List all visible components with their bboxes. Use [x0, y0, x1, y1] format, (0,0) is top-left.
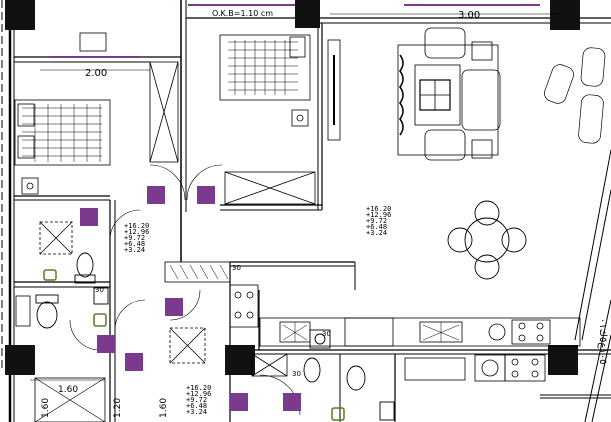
door-tag: [97, 335, 115, 353]
wardrobe-icon: [149, 61, 316, 205]
svg-text:+6.48: +6.48: [186, 402, 207, 410]
shower-icon: [39, 221, 206, 364]
nightstand-icon: [21, 177, 39, 195]
sill-note: O.K.B=1.10 cm: [212, 9, 273, 18]
closet-icon: [34, 377, 106, 422]
dresser-icon: [327, 39, 341, 141]
svg-text:+6.48: +6.48: [124, 240, 145, 248]
svg-text:+12.96: +12.96: [186, 390, 211, 398]
svg-text:+16.20: +16.20: [186, 384, 211, 392]
dim-left-vertical: 1.60: [41, 398, 51, 418]
svg-text:+12.96: +12.96: [124, 228, 149, 236]
nightstand-icon: [291, 109, 309, 127]
door-tag: [165, 298, 183, 316]
small-dim: 30: [292, 370, 301, 378]
svg-text:+3.24: +3.24: [186, 408, 207, 416]
toilet-icon: [35, 252, 366, 391]
door-tags: [80, 186, 301, 411]
svg-text:+3.24: +3.24: [366, 229, 387, 237]
door-tag: [283, 393, 301, 411]
level-block-hall: +16.20 +12.96 +9.72 +6.48 +3.24: [124, 222, 149, 254]
svg-text:+9.72: +9.72: [366, 217, 387, 225]
dining-table-icon: [447, 200, 527, 280]
door-tag: [230, 393, 248, 411]
plant-icon: [544, 47, 606, 144]
level-block-living: +16.20 +12.96 +9.72 +6.48 +3.24: [366, 205, 391, 237]
svg-text:+6.48: +6.48: [366, 223, 387, 231]
dim-top-left: 2.00: [85, 68, 107, 79]
svg-text:+16.20: +16.20: [366, 205, 391, 213]
dim-small-vertical: 1.20: [113, 398, 123, 418]
small-dim: 30: [322, 330, 331, 338]
tv-icon: [79, 32, 107, 52]
green-fixture-icon: [43, 269, 345, 421]
shelf-icon: [15, 295, 31, 327]
door-tag: [80, 208, 98, 226]
dimension-lines: [30, 13, 560, 381]
svg-text:+3.24: +3.24: [124, 246, 145, 254]
windows: [50, 4, 540, 58]
svg-text:+9.72: +9.72: [186, 396, 207, 404]
door-tag: [125, 353, 143, 371]
kitchen-counter: [164, 261, 581, 382]
svg-text:+12.96: +12.96: [366, 211, 391, 219]
dim-mid-vertical: 1.60: [159, 398, 169, 418]
small-dim: 30: [95, 286, 104, 294]
small-dim: 30: [232, 264, 241, 272]
svg-text:+9.72: +9.72: [124, 234, 145, 242]
door-tag: [197, 186, 215, 204]
sofa-set-icon: [397, 27, 501, 161]
level-block-bottom: +16.20 +12.96 +9.72 +6.48 +3.24: [186, 384, 211, 416]
bed-double-icon: [219, 34, 311, 101]
svg-text:+16.20: +16.20: [124, 222, 149, 230]
dim-bottom-left: 1.60: [58, 385, 78, 395]
bed-left-icon: [14, 99, 111, 166]
dim-right-vertical: ١٠٥ع٥ك٠١: [597, 318, 608, 364]
dim-top-right: 3.00: [458, 10, 480, 21]
columns: [5, 0, 580, 375]
door-tag: [147, 186, 165, 204]
